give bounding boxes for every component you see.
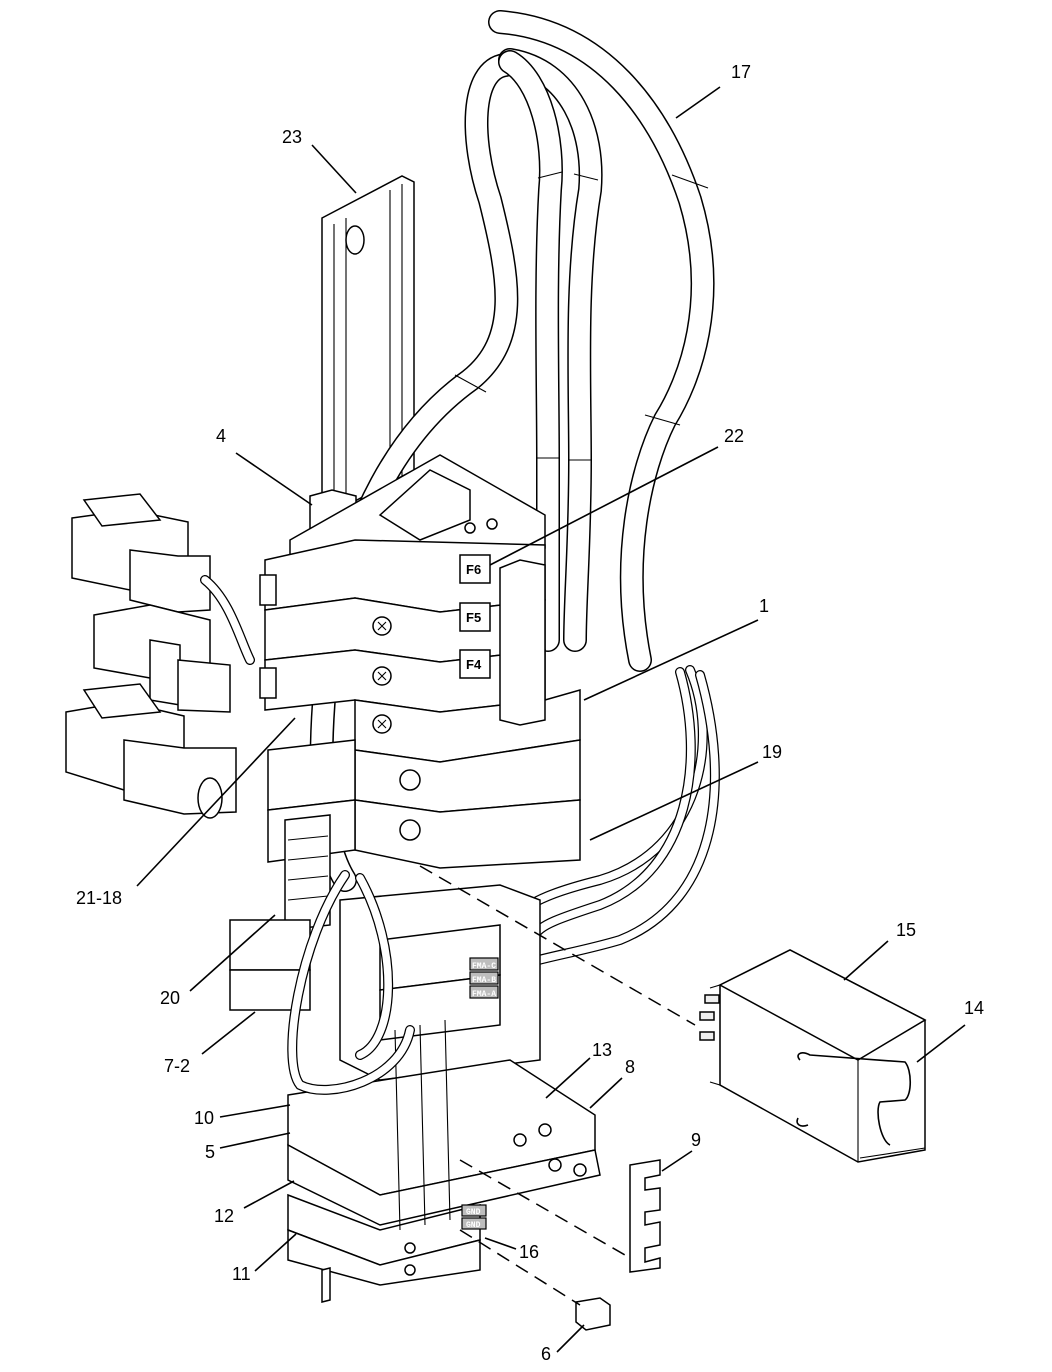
leader-lines (136, 86, 966, 1353)
tag-gnd-1: GND (466, 1208, 481, 1217)
wire-harness (309, 10, 715, 892)
callout-labels: 23 17 4 22 1 19 21-18 20 7-2 10 5 12 11 … (76, 62, 984, 1364)
callout-5: 5 (205, 1142, 215, 1162)
explosion-lines (419, 865, 696, 1306)
relay (699, 949, 927, 1163)
callout-10: 10 (194, 1108, 214, 1128)
callout-23: 23 (282, 127, 302, 147)
end-stop (575, 1297, 611, 1331)
callout-20: 20 (160, 988, 180, 1008)
callout-11: 11 (232, 1264, 251, 1284)
terminal-blocks: FMA-C FMA-B FMA-A GND GND (287, 870, 601, 1303)
tag-fma-c: FMA-C (472, 962, 496, 971)
callout-7-2: 7-2 (164, 1056, 190, 1076)
fuse-label-f6: F6 (466, 562, 481, 577)
callout-4: 4 (216, 426, 226, 446)
callout-16: 16 (519, 1242, 539, 1262)
tag-gnd-2: GND (466, 1221, 481, 1230)
tag-fma-a: FMA-A (472, 990, 496, 999)
callout-6: 6 (541, 1344, 551, 1364)
callout-22: 22 (724, 426, 744, 446)
jumper-comb (629, 1159, 661, 1273)
left-connectors (65, 493, 255, 819)
fuse-label-f4: F4 (466, 657, 482, 672)
callout-21-18: 21-18 (76, 888, 122, 908)
callout-1: 1 (759, 596, 769, 616)
tag-fma-b: FMA-B (472, 976, 496, 985)
callout-17: 17 (731, 62, 751, 82)
callout-9: 9 (691, 1130, 701, 1150)
callout-15: 15 (896, 920, 916, 940)
callout-8: 8 (625, 1057, 635, 1077)
callout-13: 13 (592, 1040, 612, 1060)
callout-14: 14 (964, 998, 984, 1018)
fuse-label-f5: F5 (466, 610, 481, 625)
callout-12: 12 (214, 1206, 234, 1226)
callout-19: 19 (762, 742, 782, 762)
fuse-holder-stack: F6 F5 F4 (229, 454, 581, 1011)
